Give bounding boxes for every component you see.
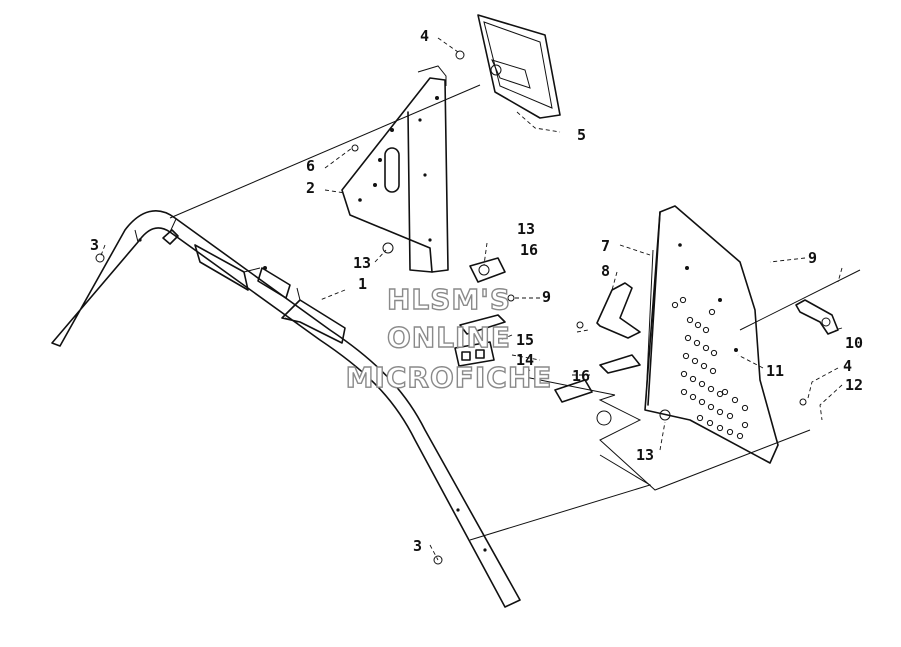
leader-lines xyxy=(99,37,861,561)
callout-11: 11 xyxy=(766,362,784,380)
watermark-line-2: ONLINE xyxy=(387,321,511,354)
callout-9-right: 9 xyxy=(808,249,817,267)
callout-2: 2 xyxy=(306,179,315,197)
bracket-assembly-parts-14-15 xyxy=(454,314,506,367)
callout-13-left: 13 xyxy=(353,254,371,272)
callout-4-upper: 4 xyxy=(420,27,429,45)
callout-9-left: 9 xyxy=(542,288,551,306)
bracket-part-10 xyxy=(795,299,839,335)
perforation-holes xyxy=(671,296,749,440)
callout-3-lower: 3 xyxy=(413,537,422,555)
callout-8: 8 xyxy=(601,262,610,280)
clip-parts-16 xyxy=(469,257,641,403)
callout-13-middle: 13 xyxy=(517,220,535,238)
callout-16-lower: 16 xyxy=(572,367,590,385)
reflector-cover-part-5 xyxy=(477,14,561,119)
callout-15: 15 xyxy=(516,331,534,349)
watermark-line-3: MICROFICHE xyxy=(346,361,553,394)
callout-1: 1 xyxy=(358,275,367,293)
callout-4-lower: 4 xyxy=(843,357,852,375)
bracket-part-8 xyxy=(596,282,641,339)
callout-16-upper: 16 xyxy=(520,241,538,259)
watermark-line-1: HLSM'S xyxy=(387,283,511,316)
callout-labels: 1 2 3 3 4 4 5 6 7 8 9 9 10 11 12 13 13 1… xyxy=(90,27,863,555)
upper-side-plate-part-2 xyxy=(341,65,449,273)
callout-12: 12 xyxy=(845,376,863,394)
callout-7: 7 xyxy=(601,237,610,255)
fasteners xyxy=(95,50,807,565)
callout-6: 6 xyxy=(306,157,315,175)
tube-frame-part-1 xyxy=(51,210,521,608)
callout-10: 10 xyxy=(845,334,863,352)
lower-perforated-plate-part-7 xyxy=(644,205,779,464)
watermark: HLSM'S ONLINE MICROFICHE xyxy=(345,282,553,394)
callout-13-right: 13 xyxy=(636,446,654,464)
callout-5: 5 xyxy=(577,126,586,144)
callout-3-upper: 3 xyxy=(90,236,99,254)
callout-14: 14 xyxy=(516,351,534,369)
